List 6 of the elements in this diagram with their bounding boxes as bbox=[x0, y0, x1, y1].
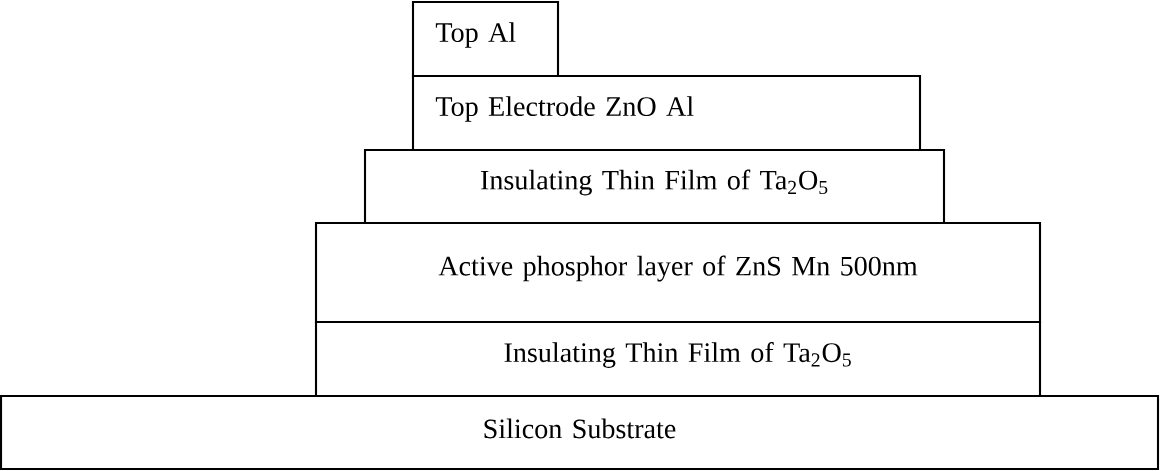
layer-box: Insulating Thin Film of Ta$_{2}$O$_{5}$ bbox=[314, 320, 1042, 398]
layer-box: Top Electrode ZnO Al bbox=[411, 74, 922, 152]
layer-box: Active phosphor layer of ZnS Mn 500nm bbox=[314, 221, 1042, 324]
layer-box: Top Al bbox=[411, 0, 560, 78]
layer-box: Insulating Thin Film of Ta$_{2}$O$_{5}$ bbox=[363, 148, 946, 225]
layer-box: Silicon Substrate bbox=[0, 394, 1160, 471]
